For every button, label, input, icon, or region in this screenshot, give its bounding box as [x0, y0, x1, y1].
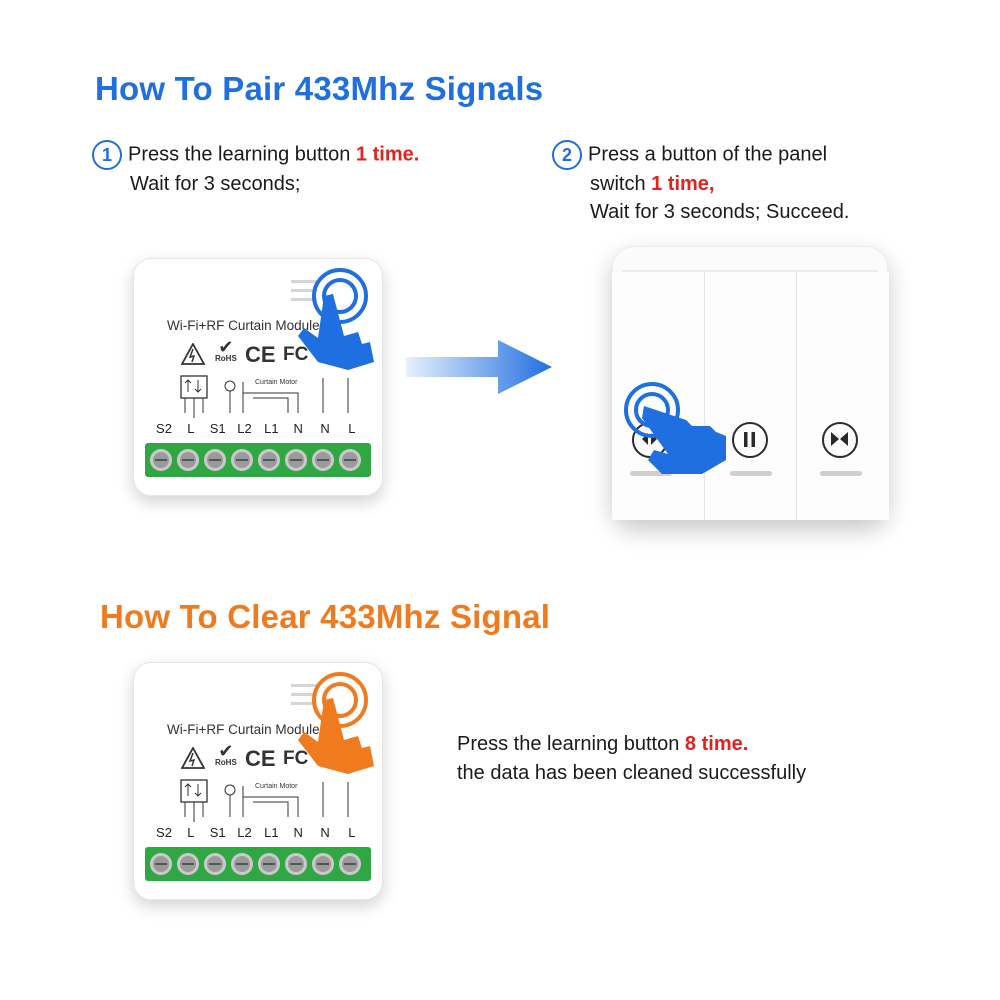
- terminal-screw: [258, 449, 280, 471]
- clear-heading: How To Clear 433Mhz Signal: [100, 598, 551, 635]
- rf-wall-switch-panel: [612, 246, 889, 520]
- terminal-screw: [339, 449, 361, 471]
- step1-count: 1 time.: [355, 143, 420, 166]
- terminal-screw: [312, 853, 334, 875]
- terminal-screw: [312, 449, 334, 471]
- clear-instructions: Press the learning button 8 time. the da…: [457, 730, 806, 788]
- check-icon: ✔: [218, 337, 234, 357]
- blue-tap-hand-icon[interactable]: [278, 266, 378, 376]
- terminal-screw: [231, 449, 253, 471]
- curtain-close-icon[interactable]: [822, 422, 858, 458]
- wiring-diagram: [180, 375, 349, 418]
- step2-wait: Wait for 3 seconds; Succeed.: [590, 201, 850, 223]
- curtain-motor-label: Curtain Motor: [255, 379, 298, 386]
- clear-result: the data has been cleaned successfully: [457, 762, 807, 784]
- orange-tap-hand-icon[interactable]: [278, 670, 378, 780]
- terminal-block: [145, 847, 371, 881]
- blue-arrow-icon: [406, 340, 552, 394]
- terminal-screw: [285, 853, 307, 875]
- indicator-bar: [730, 471, 772, 476]
- rohs-mark: ✔RoHS: [215, 741, 237, 767]
- clear-text: Press the learning button: [457, 733, 685, 755]
- curtain-motor-label: Curtain Motor: [255, 783, 298, 790]
- wiring-diagram: [180, 779, 349, 822]
- step-number-1: 1: [92, 140, 122, 170]
- pair-step-1: 1 Press the learning button 1 time. Wait …: [92, 140, 419, 198]
- terminal-screw: [177, 853, 199, 875]
- panel-top-edge: [622, 270, 878, 273]
- learning-button-slots: [291, 280, 317, 301]
- step2-text-2: switch: [590, 173, 652, 195]
- step1-wait: Wait for 3 seconds;: [130, 173, 301, 195]
- step-number-2: 2: [552, 140, 582, 170]
- terminal-block: [145, 443, 371, 477]
- pause-icon[interactable]: [732, 422, 768, 458]
- clear-count: 8 time.: [684, 733, 749, 755]
- module-title: Wi-Fi+RF Curtain Module: [167, 722, 320, 737]
- pair-heading: How To Pair 433Mhz Signals: [95, 70, 544, 107]
- ce-mark: CE: [245, 342, 276, 367]
- indicator-bar: [820, 471, 862, 476]
- curtain-module-clear: Wi-Fi+RF Curtain Module ✔RoHS CE FC Curt…: [133, 662, 383, 900]
- pair-step-2: 2 Press a button of the panel switch 1 ti…: [552, 140, 849, 226]
- fc-mark: FC: [283, 748, 309, 769]
- rohs-mark: ✔RoHS: [215, 337, 237, 363]
- step2-count: 1 time,: [651, 173, 715, 195]
- terminal-screw: [339, 853, 361, 875]
- fc-mark: FC: [283, 344, 309, 365]
- terminal-screw: [204, 853, 226, 875]
- terminal-screw: [150, 853, 172, 875]
- terminal-screw: [177, 449, 199, 471]
- terminal-screw: [204, 449, 226, 471]
- switch-gang-close[interactable]: [796, 272, 889, 520]
- learning-button-slots: [291, 684, 317, 705]
- ce-mark: CE: [245, 746, 276, 771]
- switch-gang-pause[interactable]: [704, 272, 797, 520]
- terminal-screw: [285, 449, 307, 471]
- blue-tap-hand-icon: [624, 382, 726, 474]
- module-title: Wi-Fi+RF Curtain Module: [167, 318, 320, 333]
- indicator-bar: [630, 471, 672, 476]
- step2-text: Press a button of the panel: [588, 143, 828, 166]
- check-icon: ✔: [218, 741, 234, 761]
- terminal-screw: [150, 449, 172, 471]
- terminal-screw: [231, 853, 253, 875]
- terminal-screw: [258, 853, 280, 875]
- step1-text: Press the learning button: [128, 143, 356, 166]
- danger-icon: [181, 343, 205, 365]
- curtain-module-pair: Wi-Fi+RF Curtain Module ✔RoHS CE FC Curt…: [133, 258, 383, 496]
- danger-icon: [181, 747, 205, 769]
